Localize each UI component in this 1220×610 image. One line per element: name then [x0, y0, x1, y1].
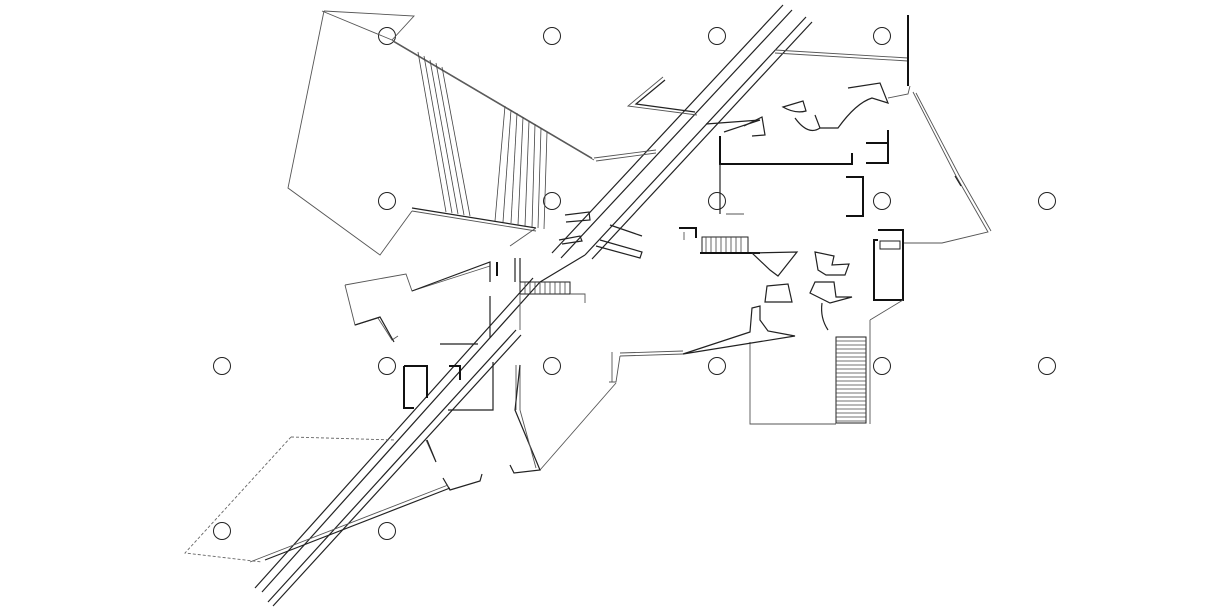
grid-column-marker-16 — [213, 522, 231, 540]
diagonal-corridor — [254, 4, 813, 607]
grid-column-marker-5 — [378, 192, 396, 210]
stair-treads-mid — [519, 281, 571, 295]
grid-column-marker-9 — [1038, 192, 1056, 210]
structural-column-grid — [213, 27, 1056, 540]
grid-column-marker-11 — [378, 357, 396, 375]
amphitheatre-wing — [287, 10, 657, 256]
stair-treads-lower — [835, 336, 867, 424]
grid-column-marker-15 — [1038, 357, 1056, 375]
grid-column-marker-8 — [873, 192, 891, 210]
grid-column-marker-17 — [378, 522, 396, 540]
upper-bracket — [626, 76, 698, 116]
grid-column-marker-10 — [213, 357, 231, 375]
grid-column-marker-2 — [543, 27, 561, 45]
grid-column-marker-12 — [543, 357, 561, 375]
lower-left-area — [184, 436, 483, 563]
grid-column-marker-7 — [708, 192, 726, 210]
grid-column-marker-14 — [873, 357, 891, 375]
grid-column-marker-1 — [378, 27, 396, 45]
mid-left-building — [344, 211, 643, 474]
grid-column-marker-13 — [708, 357, 726, 375]
amphitheatre-seating-steps — [417, 51, 548, 230]
grid-column-marker-6 — [543, 192, 561, 210]
right-building-block — [539, 15, 992, 471]
stair-treads-upper — [701, 236, 749, 254]
grid-column-marker-4 — [873, 27, 891, 45]
grid-column-marker-3 — [708, 27, 726, 45]
